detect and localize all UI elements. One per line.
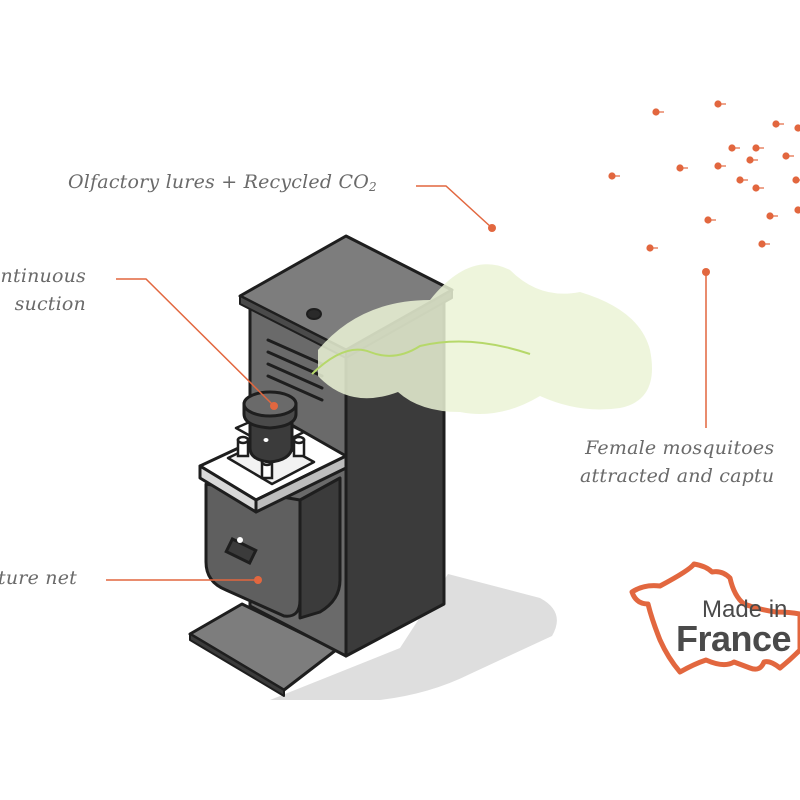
leader-line-suction xyxy=(116,278,273,405)
co2-subscript: 2 xyxy=(368,180,377,194)
label-capture-net: ture net xyxy=(0,567,77,589)
label-female-mosquitoes: Female mosquitoes attracted and captu xyxy=(580,434,774,490)
suction-fan xyxy=(242,390,298,464)
made-in-france-badge: Made in France xyxy=(628,560,800,690)
mosquito-dot-icon xyxy=(794,124,800,132)
mosquito-dot-icon xyxy=(794,206,800,214)
mosquito-swarm xyxy=(608,100,800,252)
leader-line-lures xyxy=(416,185,493,229)
leader-lines xyxy=(106,185,707,581)
label-lures-text: Olfactory lures + Recycled CO xyxy=(68,171,369,193)
capture-net-drawer xyxy=(204,476,342,620)
france-text: France xyxy=(676,618,792,659)
leader-dot-mosquitoes xyxy=(702,268,710,276)
leader-dot-suction xyxy=(270,402,278,410)
leader-dot-net xyxy=(254,576,262,584)
label-mosquitoes-line1: Female mosquitoes xyxy=(585,437,775,459)
made-in-text: Made in xyxy=(702,596,788,623)
label-suction-line2: suction xyxy=(14,293,86,315)
vent-hole-icon xyxy=(306,308,322,320)
ground-shadow xyxy=(270,574,557,700)
leader-dots xyxy=(254,224,710,584)
label-olfactory-lures: Olfactory lures + Recycled CO2 xyxy=(68,168,377,201)
label-continuous-suction: ntinuous suction xyxy=(1,262,86,318)
leader-dot-lures xyxy=(488,224,496,232)
france-map-outline-icon xyxy=(629,561,800,675)
scent-plume xyxy=(311,264,652,414)
label-suction-line1: ntinuous xyxy=(0,265,86,287)
label-mosquitoes-line2: attracted and captu xyxy=(580,465,775,487)
